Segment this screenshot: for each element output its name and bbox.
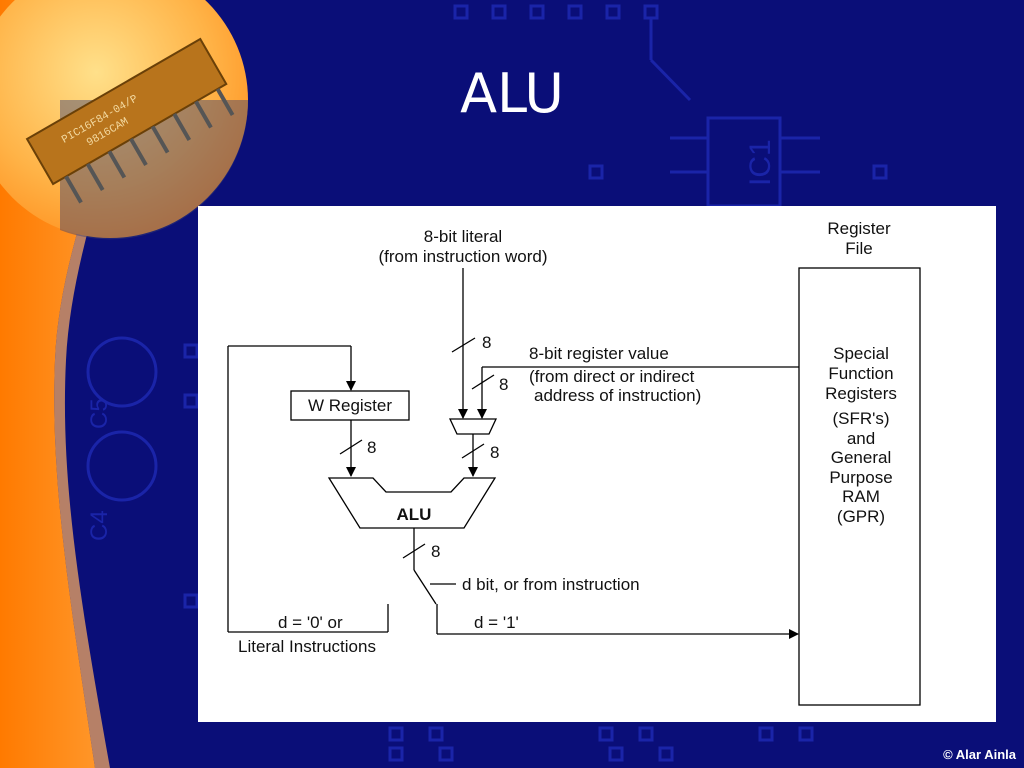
slide-title: ALU: [460, 62, 564, 125]
file-line-7: Purpose: [829, 468, 892, 487]
alu-label: ALU: [397, 505, 432, 524]
file-line-9: (GPR): [837, 507, 885, 526]
alu-shape: [327, 477, 497, 529]
reg-value-label-2: (from direct or indirect: [529, 367, 695, 386]
bus-width-register: 8: [499, 375, 508, 394]
bus-width-w: 8: [367, 438, 376, 457]
file-line-3: Registers: [825, 384, 897, 403]
diagram-panel: 8-bit literal (from instruction word) Re…: [198, 206, 996, 722]
d1-label: d = '1': [474, 613, 519, 632]
w-register-box: [290, 390, 410, 421]
file-line-6: General: [831, 448, 891, 467]
file-line-8: RAM: [842, 487, 880, 506]
file-line-4: (SFR's): [832, 409, 889, 428]
alu-block-diagram: 8-bit literal (from instruction word) Re…: [227, 219, 921, 706]
file-line-1: Special: [833, 344, 889, 363]
circuit-board-pattern: [86, 4, 888, 762]
literal-label-2: (from instruction word): [378, 247, 547, 266]
d0-label-1: d = '0' or: [278, 613, 343, 632]
reg-value-label-3: address of instruction): [534, 386, 701, 405]
orange-fringe: [54, 0, 150, 768]
bus-width-alu-out: 8: [431, 542, 440, 561]
d0-label-2: Literal Instructions: [238, 637, 376, 656]
bus-width-mux-out: 8: [490, 443, 499, 462]
reg-value-label-1: 8-bit register value: [529, 344, 669, 363]
silkscreen-c5: C5: [86, 398, 113, 429]
register-file-title-1: Register: [827, 219, 891, 238]
w-register-label: W Register: [308, 396, 392, 415]
register-file-title-2: File: [845, 239, 872, 258]
literal-label-1: 8-bit literal: [424, 227, 502, 246]
d-bit-label: d bit, or from instruction: [462, 575, 640, 594]
silkscreen-c4: C4: [86, 510, 113, 541]
file-line-2: Function: [828, 364, 893, 383]
bus-width-literal: 8: [482, 333, 491, 352]
silkscreen-ic1: IC1: [744, 139, 777, 186]
input-mux: [448, 418, 498, 435]
register-file-box: [798, 267, 921, 706]
copyright-notice: © Alar Ainla: [943, 747, 1016, 762]
file-line-5: and: [847, 429, 875, 448]
